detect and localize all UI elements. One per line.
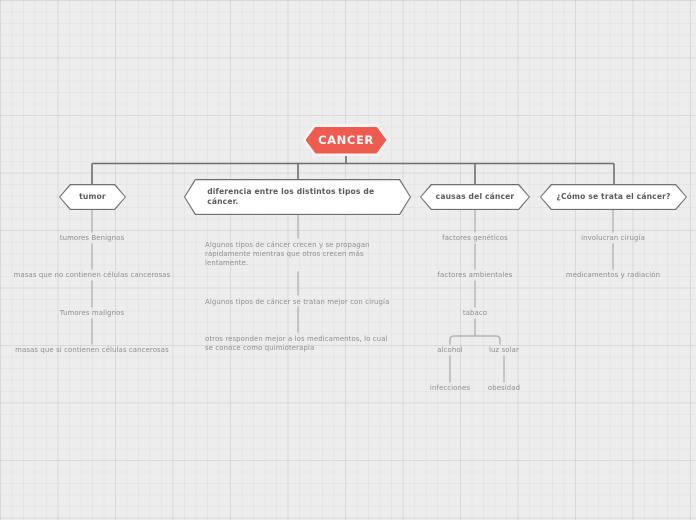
branch-node-causas-body: causas del cáncer [421, 185, 529, 209]
branch-node-causas[interactable]: causas del cáncer [420, 184, 530, 210]
branch-label-diferencia: diferencia entre los distintos tipos de … [207, 187, 375, 206]
branch-node-diferencia-body: diferencia entre los distintos tipos de … [185, 180, 410, 214]
branch-label-tratamiento: ¿Cómo se trata el cáncer? [556, 192, 671, 201]
leaf-obesidad[interactable]: obesidad [487, 384, 521, 392]
leaf-masas-sin-celulas[interactable]: masas que no contienen células cancerosa… [13, 271, 171, 279]
leaf-factores-geneticos[interactable]: factores genéticos [442, 234, 508, 242]
leaf-tratan-cirugia[interactable]: Algunos tipos de cáncer se tratan mejor … [205, 298, 390, 306]
leaf-quimioterapia[interactable]: otros responden mejor a los medicamentos… [205, 335, 388, 353]
connector-tabaco-fork [449, 335, 501, 345]
leaf-factores-ambientales[interactable]: factores ambientales [437, 271, 513, 279]
leaf-masas-con-celulas[interactable]: masas que si contienen células cancerosa… [15, 346, 169, 354]
leaf-tumores-benignos[interactable]: tumores Benignos [59, 234, 125, 242]
branch-node-tratamiento[interactable]: ¿Cómo se trata el cáncer? [540, 184, 687, 210]
branch-label-tumor: tumor [79, 192, 106, 201]
leaf-medicamentos-radiacion[interactable]: medicamentos y radiación [565, 271, 661, 279]
leaf-infecciones[interactable]: infecciones [429, 384, 471, 392]
root-node-label: CANCER [318, 133, 374, 147]
leaf-involucran-cirugia[interactable]: involucran cirugía [581, 234, 645, 242]
root-node-outline: CANCER [303, 124, 389, 156]
leaf-tabaco[interactable]: tabaco [462, 309, 488, 317]
root-node-cancer[interactable]: CANCER [306, 127, 387, 154]
leaf-tumores-malignos[interactable]: Tumores malignos [59, 309, 125, 317]
leaf-luz-solar[interactable]: luz solar [489, 346, 519, 354]
branch-node-tumor[interactable]: tumor [59, 184, 126, 210]
branch-label-causas: causas del cáncer [435, 192, 515, 201]
branch-node-tratamiento-body: ¿Cómo se trata el cáncer? [541, 185, 686, 209]
leaf-alcohol[interactable]: alcohol [437, 346, 463, 354]
leaf-crecen-propagan[interactable]: Algunos tipos de cáncer crecen y se prop… [205, 241, 370, 268]
branch-node-tumor-body: tumor [60, 185, 125, 209]
branch-node-diferencia[interactable]: diferencia entre los distintos tipos de … [184, 179, 411, 215]
